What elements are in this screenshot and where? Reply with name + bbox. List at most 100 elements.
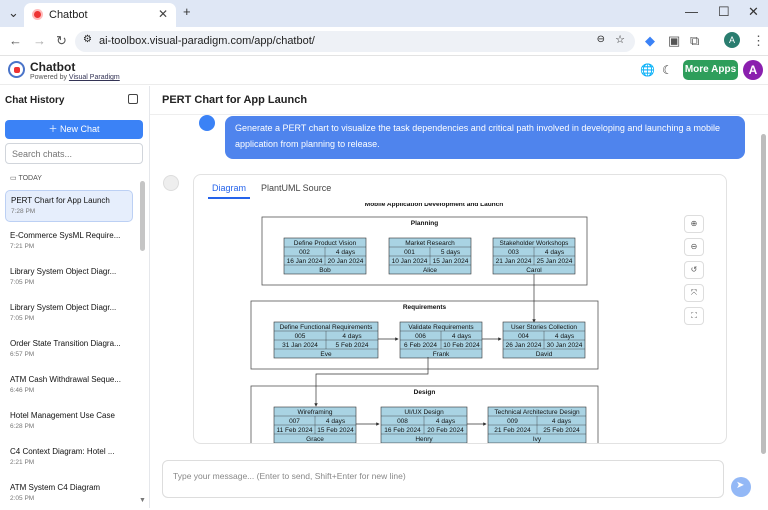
new-chat-button[interactable]: ＋ New Chat [5, 120, 143, 139]
user-message-icon [199, 115, 215, 131]
task-start: 10 Jan 2024 [392, 258, 428, 265]
pert-diagram: Mobile Application Development and Launc… [250, 203, 599, 443]
chat-item-time: 7:21 PM [10, 243, 35, 250]
forward-icon[interactable]: → [33, 33, 46, 48]
user-avatar[interactable]: A [743, 60, 763, 80]
site-info-icon[interactable]: ⚙ [83, 34, 92, 45]
chat-history-item[interactable]: ATM Cash Withdrawal Seque... 6:46 PM [5, 370, 133, 402]
chat-item-title: Library System Object Diagr... [10, 303, 117, 312]
sidebar-toggle-icon[interactable] [128, 94, 138, 104]
minimize-icon[interactable]: — [685, 4, 698, 19]
task-end: 5 Feb 2024 [336, 342, 369, 349]
chat-item-title: ATM Cash Withdrawal Seque... [10, 375, 122, 384]
task-duration: 4 days [326, 418, 346, 425]
chat-item-time: 6:46 PM [10, 387, 35, 394]
reset-view-icon[interactable]: ↺ [684, 261, 704, 279]
back-icon[interactable]: ← [9, 33, 22, 48]
main-scrollbar[interactable] [761, 134, 766, 454]
task-start: 31 Jan 2024 [282, 342, 318, 349]
more-apps-button[interactable]: More Apps [683, 60, 738, 80]
tab-diagram[interactable]: Diagram [208, 183, 250, 199]
new-tab-icon[interactable]: + [183, 4, 191, 19]
maximize-icon[interactable]: ☐ [718, 4, 730, 19]
task-duration: 4 days [555, 333, 575, 340]
message-input[interactable]: Type your message... (Enter to send, Shi… [162, 460, 724, 498]
chat-history-item[interactable]: Order State Transition Diagra... 6:57 PM [5, 334, 133, 366]
tab-list-icon[interactable]: ⌄ [8, 5, 19, 20]
chat-history-item[interactable]: E-Commerce SysML Require... 7:21 PM [5, 226, 133, 258]
fit-screen-icon[interactable]: ⤧ [684, 284, 704, 302]
task-owner: Alice [423, 267, 437, 274]
chat-history-item[interactable]: Library System Object Diagr...7:05 PM [5, 262, 133, 294]
task-duration: 4 days [336, 249, 356, 256]
chat-history-item[interactable]: Library System Object Diagr... 7:05 PM [5, 298, 133, 330]
new-chat-label: New Chat [60, 124, 100, 134]
favicon-icon [32, 9, 43, 20]
browser-menu-icon[interactable]: ⋮ [752, 33, 765, 48]
tab-plantuml-source[interactable]: PlantUML Source [261, 183, 332, 193]
chat-item-time: 6:57 PM [10, 351, 35, 358]
chat-item-title: E-Commerce SysML Require... [10, 231, 121, 240]
chat-item-title: C4 Context Diagram: Hotel ... [10, 447, 115, 456]
task-owner: Eve [320, 351, 332, 358]
globe-icon[interactable]: 🌐 [640, 63, 655, 77]
task-name: Wireframing [297, 409, 332, 416]
task-id: 005 [295, 333, 306, 340]
powered-by-link[interactable]: Visual Paradigm [68, 74, 120, 81]
fullscreen-icon[interactable]: ⛶ [684, 307, 704, 325]
close-tab-icon[interactable]: ✕ [157, 7, 168, 21]
task-owner: Henry [415, 436, 433, 443]
task-id: 007 [289, 418, 300, 425]
plus-icon: ＋ [48, 124, 60, 134]
task-duration: 5 days [441, 249, 461, 256]
address-bar[interactable]: ⚙ ai-toolbox.visual-paradigm.com/app/cha… [75, 31, 635, 52]
section-today: ▭ TODAY [10, 174, 42, 182]
zoom-in-icon[interactable]: ⊕ [684, 215, 704, 233]
task-duration: 4 days [342, 333, 362, 340]
extension-puzzle-icon[interactable]: ▣ [668, 33, 681, 48]
task-id: 002 [299, 249, 310, 256]
zoom-icon[interactable]: ⊖ [596, 34, 605, 45]
task-start: 16 Jan 2024 [287, 258, 323, 265]
task-start: 21 Jan 2024 [496, 258, 532, 265]
chat-item-title: Order State Transition Diagra... [10, 339, 121, 348]
task-owner: David [536, 351, 553, 358]
close-window-icon[interactable]: ✕ [748, 4, 759, 19]
sidebar-scrollbar[interactable] [140, 181, 145, 251]
extensions-icon[interactable]: ⧉ [690, 33, 700, 48]
powered-by-label: Powered by [30, 74, 67, 81]
extension-icon[interactable]: ◆ [645, 33, 655, 48]
browser-tab[interactable]: Chatbot ✕ [24, 3, 176, 27]
browser-tab-bar: ⌄ Chatbot ✕ + — ☐ ✕ [0, 0, 768, 27]
bookmark-star-icon[interactable]: ☆ [615, 34, 625, 46]
task-name: Define Product Vision [294, 240, 357, 247]
task-duration: 4 days [552, 418, 572, 425]
task-name: Technical Architecture Design [494, 409, 580, 416]
task-id: 009 [507, 418, 518, 425]
search-chats-input[interactable] [5, 143, 143, 164]
chat-history-item[interactable]: C4 Context Diagram: Hotel ... 2:21 PM [5, 442, 133, 474]
diagram-card: Diagram PlantUML Source Mobile Applicati… [193, 174, 727, 444]
task-duration: 4 days [545, 249, 565, 256]
task-name: User Stories Collection [511, 324, 577, 331]
chat-item-time: 7:05 PM [10, 315, 35, 322]
task-end: 10 Feb 2024 [443, 342, 480, 349]
chat-item-time: 2:21 PM [10, 459, 35, 466]
user-message: Generate a PERT chart to visualize the t… [225, 116, 745, 159]
task-end: 20 Jan 2024 [328, 258, 364, 265]
reload-icon[interactable]: ↻ [56, 33, 67, 48]
profile-avatar[interactable]: A [724, 32, 740, 48]
task-end: 25 Feb 2024 [543, 427, 580, 434]
chat-item-time: 6:28 PM [10, 423, 35, 430]
sidebar-title: Chat History [5, 95, 65, 106]
scroll-down-icon[interactable]: ▼ [139, 497, 146, 504]
zoom-out-icon[interactable]: ⊖ [684, 238, 704, 256]
calendar-icon: ▭ [10, 175, 19, 182]
dark-mode-icon[interactable]: ☾ [662, 63, 673, 77]
send-button[interactable] [731, 477, 751, 497]
divider [150, 114, 768, 115]
task-end: 15 Jan 2024 [433, 258, 469, 265]
